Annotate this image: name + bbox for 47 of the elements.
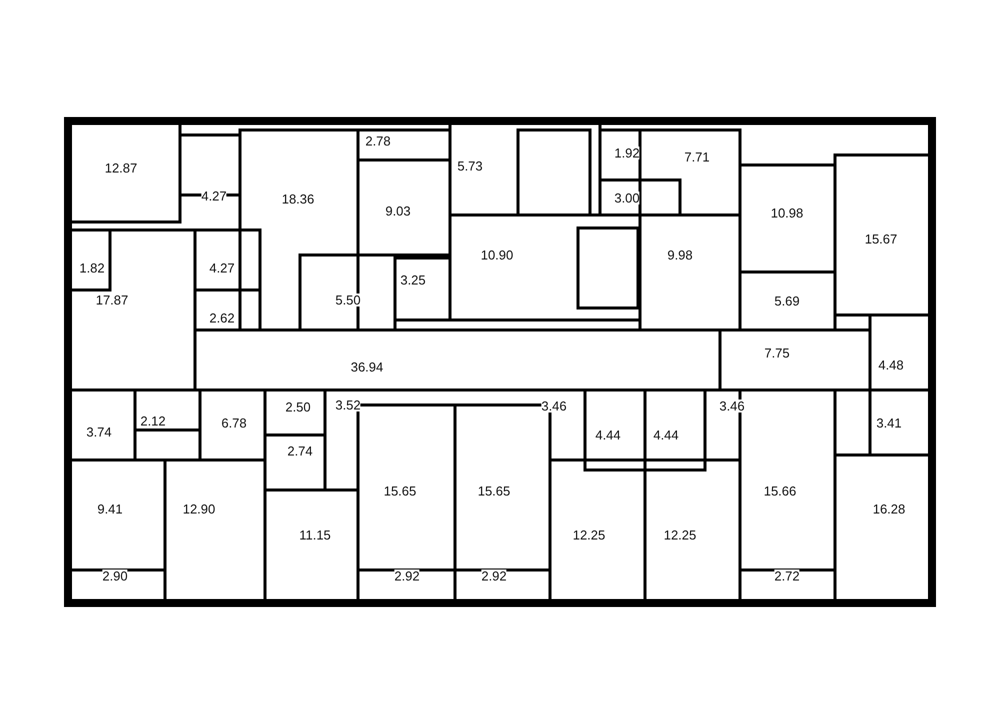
room-area: 1.82 bbox=[79, 262, 105, 274]
room-area: 15.66 bbox=[764, 484, 796, 498]
room-area: 2.50 bbox=[285, 400, 311, 414]
room-area: 3.00 bbox=[614, 192, 640, 204]
room-area: 2.62 bbox=[209, 312, 235, 324]
room-area: 9.98 bbox=[667, 248, 693, 262]
room-area: 3.46 bbox=[541, 400, 567, 412]
room-area: 10.98 bbox=[770, 206, 804, 220]
room-area: 1.92 bbox=[614, 146, 640, 160]
room-area: 3.41 bbox=[876, 416, 902, 430]
room-area: 16.28 bbox=[872, 502, 906, 516]
room-area: 9.03 bbox=[385, 204, 411, 218]
room-area: 3.52 bbox=[335, 398, 361, 412]
room-area: 6.78 bbox=[221, 416, 247, 430]
room-area: 5.50 bbox=[335, 294, 361, 306]
room-area: 2.90 bbox=[102, 570, 128, 582]
room-area: 12.87 bbox=[104, 162, 138, 174]
room-area: 4.44 bbox=[653, 428, 679, 442]
room-area: 15.65 bbox=[478, 484, 510, 498]
room-area: 2.72 bbox=[774, 570, 800, 582]
room-area: 4.27 bbox=[201, 190, 227, 202]
room-area: 10.90 bbox=[480, 248, 514, 262]
room-area: 12.25 bbox=[572, 528, 606, 542]
room-area: 4.27 bbox=[209, 262, 235, 274]
room-area: 17.87 bbox=[96, 294, 128, 306]
room-area: 36.94 bbox=[350, 360, 384, 374]
room-area: 12.25 bbox=[664, 528, 696, 542]
room-area: 12.90 bbox=[182, 502, 216, 516]
room-area: 2.12 bbox=[140, 414, 166, 428]
room-area: 7.75 bbox=[764, 346, 790, 360]
room-area: 9.41 bbox=[97, 502, 123, 516]
room-area: 18.36 bbox=[282, 192, 314, 206]
room-area: 7.71 bbox=[684, 150, 710, 164]
room-area: 4.44 bbox=[595, 428, 621, 442]
room-area: 5.69 bbox=[774, 294, 800, 308]
room-area: 11.15 bbox=[299, 528, 331, 542]
room-area: 3.46 bbox=[719, 400, 745, 412]
room-area: 4.48 bbox=[878, 358, 904, 372]
room-area: 2.92 bbox=[481, 570, 507, 582]
room-area: 3.25 bbox=[400, 274, 426, 286]
room-area: 2.74 bbox=[287, 444, 313, 458]
room-area: 3.74 bbox=[86, 426, 112, 438]
room-area: 15.67 bbox=[864, 232, 898, 246]
room-area: 5.73 bbox=[457, 160, 483, 172]
room-area: 2.78 bbox=[365, 134, 391, 148]
room-area: 15.65 bbox=[384, 484, 416, 498]
room-area: 2.92 bbox=[394, 570, 420, 582]
